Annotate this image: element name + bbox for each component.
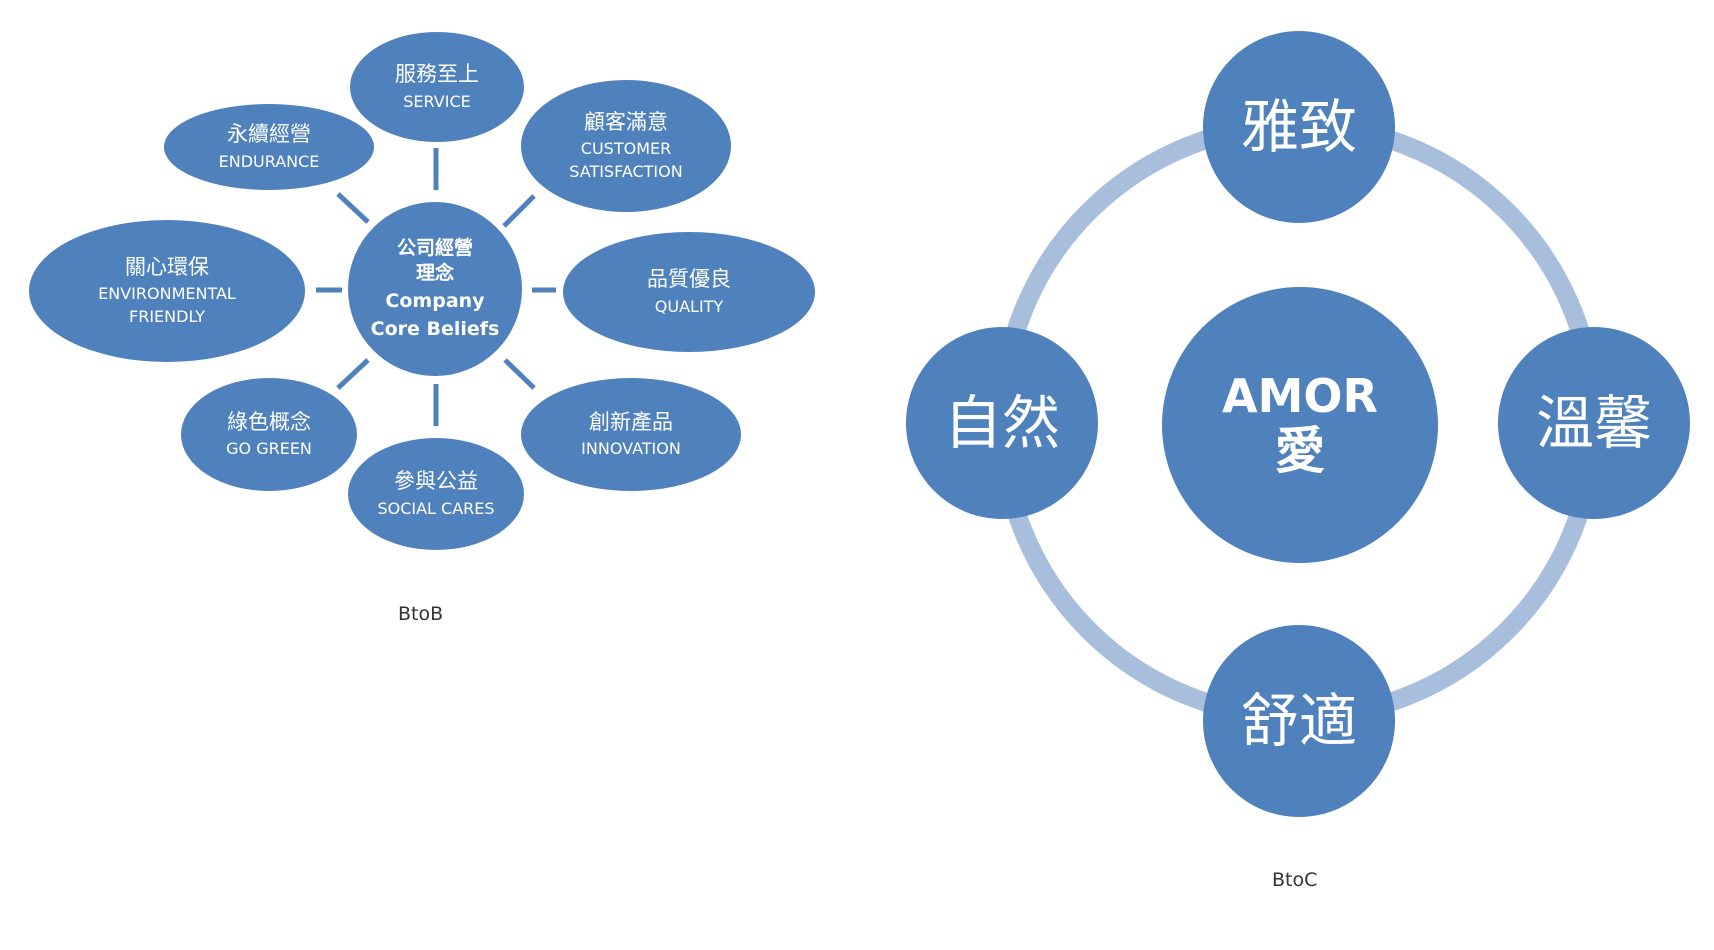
node-service: 服務至上 SERVICE [350,32,524,142]
social-en: SOCIAL CARES [377,498,495,518]
quality-en: QUALITY [654,296,724,316]
btoc-node-right: 溫馨 [1498,327,1690,519]
node-environmental-friendly: 關心環保 ENVIRONMENTAL FRIENDLY [29,220,305,362]
connector-innovation [503,358,536,390]
customer-en2: SATISFACTION [569,162,683,182]
core-en-line2: Core Beliefs [370,317,500,340]
social-zh: 參與公益 [394,469,478,494]
environmental-en1: ENVIRONMENTAL [98,283,236,303]
customer-en1: CUSTOMER [580,138,672,158]
btob-core-node: 公司經營 理念 Company Core Beliefs [348,202,522,376]
btoc-top-label: 雅致 [1240,93,1357,161]
node-quality: 品質優良 QUALITY [563,232,815,352]
core-zh-line1: 公司經營 [396,236,473,259]
endurance-en: ENDURANCE [218,151,320,171]
node-innovation: 創新產品 INNOVATION [521,378,741,491]
btoc-right-label: 溫馨 [1535,389,1652,457]
connector-green [336,358,370,390]
btoc-node-left: 自然 [906,327,1098,519]
endurance-zh: 永續經營 [227,122,311,147]
green-en: GO GREEN [226,439,312,459]
node-social-cares: 參與公益 SOCIAL CARES [348,438,524,550]
environmental-zh: 關心環保 [125,254,209,279]
node-customer-satisfaction: 顧客滿意 CUSTOMER SATISFACTION [521,80,731,212]
btoc-left-label: 自然 [943,389,1060,457]
btoc-bottom-label: 舒適 [1240,687,1357,755]
quality-zh: 品質優良 [647,267,731,292]
innovation-en: INNOVATION [581,439,681,459]
amor-zh: 愛 [1275,421,1325,480]
service-en: SERVICE [403,91,471,111]
amor-en: AMOR [1222,368,1378,423]
environmental-en2: FRIENDLY [129,307,205,327]
green-zh: 綠色概念 [227,409,311,434]
node-endurance: 永續經營 ENDURANCE [164,104,374,190]
customer-zh: 顧客滿意 [584,109,668,134]
btoc-caption: BtoC [1272,869,1318,891]
btoc-node-top: 雅致 [1203,31,1395,223]
core-en-line1: Company [385,290,485,312]
node-go-green: 綠色概念 GO GREEN [181,378,357,491]
btob-caption: BtoB [398,603,444,625]
innovation-zh: 創新產品 [589,409,673,434]
btoc-node-bottom: 舒適 [1203,625,1395,817]
connector-customer [502,194,536,228]
btoc-center-node: AMOR 愛 [1162,287,1438,563]
service-zh: 服務至上 [395,62,479,87]
core-zh-line2: 理念 [415,262,454,285]
connector-endurance [336,192,370,224]
